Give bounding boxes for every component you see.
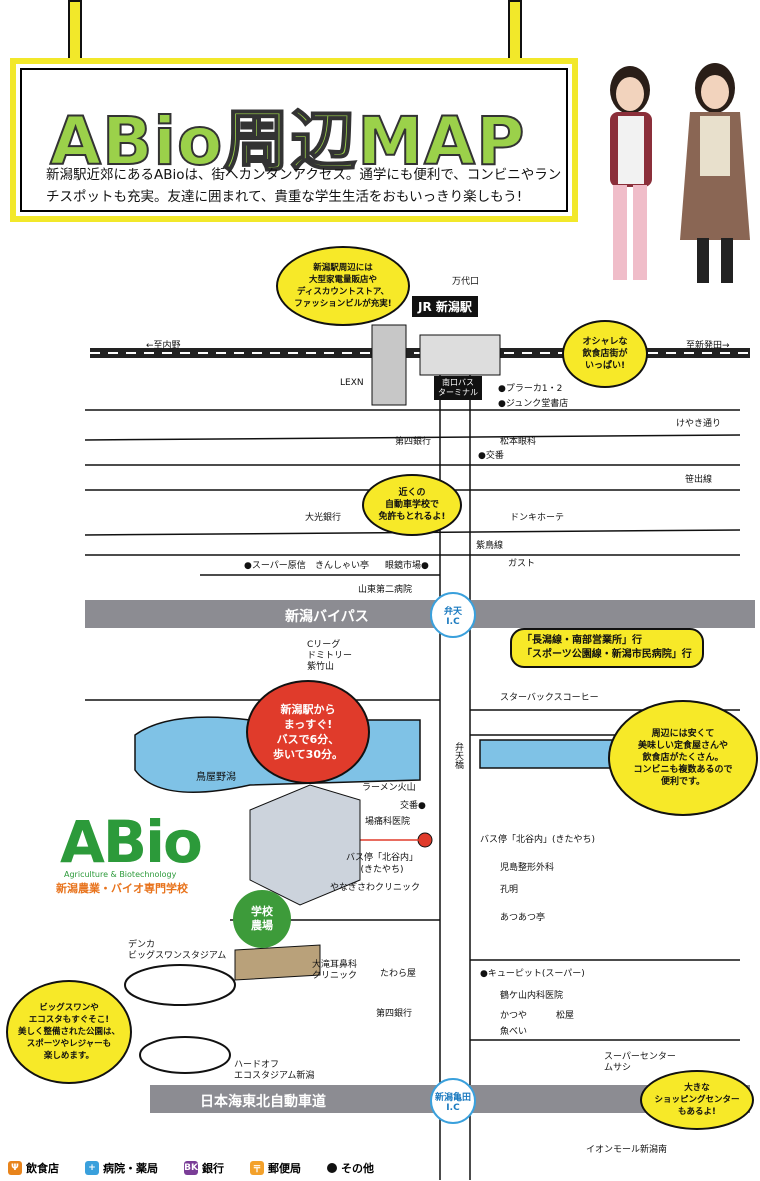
bus-stop-right-label: バス停「北谷内」(きたやち) — [480, 835, 596, 845]
benten-ic: 弁天 I.C — [430, 592, 476, 638]
gyogyo-label: 眼鏡市場● — [385, 561, 429, 571]
bentenbashi-label: 弁天橋 — [453, 742, 463, 769]
title-sign: ABio周辺MAP 新潟駅近郊にあるABioは、街へカンタンアクセス。通学にも便… — [10, 58, 578, 222]
legend-hospital: +病院・薬局 — [85, 1160, 158, 1176]
hospital-icon: + — [85, 1161, 99, 1175]
matsuya-label: 松屋 — [556, 1011, 575, 1021]
sasade-label: 笹出線 — [685, 475, 713, 485]
legend-post: 〒郵便局 — [250, 1160, 301, 1176]
koban-label-1: ●交番 — [478, 451, 504, 461]
bubble-bigswan: ビッグスワンや エコスタもすぐそこ! 美しく整備された公園は、 スポーツやレジャ… — [6, 980, 132, 1084]
dormitory-label: Cリーグ ドミトリー 紫竹山 — [307, 640, 353, 672]
bubble-driving: 近くの 自動車学校で 免許もとれるよ! — [362, 474, 462, 536]
food-icon: Ψ — [8, 1161, 22, 1175]
dot-icon — [327, 1163, 337, 1173]
bypass-label: 新潟バイパス — [285, 609, 369, 625]
super-center-label: スーパーセンター ムサシ — [604, 1052, 676, 1073]
matsumoto-label: 松本眼科 — [500, 437, 537, 447]
plaka-label: ●プラーカ1・2 — [498, 384, 563, 394]
gusto-label: ガスト — [508, 559, 536, 569]
intro-text: 新潟駅近郊にあるABioは、街へカンタンアクセス。通学にも便利で、コンビニやラン… — [46, 167, 562, 205]
bus-stop-left-label: バス停「北谷内」 (きたやち) — [346, 853, 419, 875]
bank-icon: BK — [184, 1161, 198, 1175]
daishi-bank2-label: 第四銀行 — [376, 1009, 413, 1019]
uobei-label: 魚べい — [500, 1027, 528, 1037]
tawara-label: たわら屋 — [380, 969, 417, 979]
hardoff-label: ハードオフ エコスタジアム新潟 — [234, 1060, 315, 1081]
daishi-bank-label: 第四銀行 — [395, 437, 432, 447]
tsurugayama-label: 鶴ケ山内科医院 — [500, 991, 564, 1001]
keyaki-label: けやき通り — [676, 419, 722, 429]
komei-label: 孔明 — [500, 885, 519, 895]
bus-route-banner: 「長潟線・南部営業所」行 「スポーツ公園線・新潟市民病院」行 — [510, 628, 704, 668]
atsuatsu-label: あつあつ亭 — [500, 913, 546, 923]
denka-label: デンカ ビッグスワンスタジアム — [128, 940, 227, 961]
yanagisawa-label: やなぎさわクリニック — [330, 883, 421, 893]
kewpie-label: ●キューピット(スーパー) — [480, 969, 585, 979]
station-name: JR 新潟駅 — [412, 296, 478, 317]
kameda-ic: 新潟亀田 I.C — [430, 1078, 476, 1124]
page-title: ABio周辺MAP — [49, 102, 526, 181]
koban-label-2: 交番● — [400, 801, 426, 811]
donki-label: ドンキホーテ — [510, 513, 565, 523]
katsuya-label: かつや — [500, 1011, 528, 1021]
sanno-label: 山東第二病院 — [358, 585, 413, 595]
bubble-station-area: 新潟駅周辺には 大型家電量販店や ディスカウントストア、 ファッションビルが充実… — [276, 246, 410, 326]
school-name: 新潟農業・バイオ専門学校 — [56, 882, 188, 895]
super-harashin-label: ●スーパー原信 — [244, 561, 306, 571]
sign-hanger-right — [508, 0, 522, 64]
bamaki-label: 場痛科医院 — [365, 817, 411, 827]
bus-terminal-label: 南口バス ターミナル — [434, 376, 482, 400]
school-logo: ABio — [60, 808, 203, 876]
jido-label: 児島整形外科 — [500, 863, 555, 873]
otaki-label: 大滝耳鼻科 クリニック — [312, 960, 358, 981]
school-farm: 学校 農場 — [233, 890, 291, 948]
toriyano-label: 鳥屋野潟 — [196, 772, 236, 783]
lexn-label: LEXN — [340, 378, 364, 388]
kinshaiya-label: きんしゃい亭 — [315, 561, 370, 571]
bubble-food-area: 周辺には安くて 美味しい定食屋さんや 飲食店がたくさん。 コンビニも複数あるので… — [608, 700, 758, 816]
students-illustration — [610, 63, 750, 283]
shibijima-label: 紫鳥線 — [476, 541, 504, 551]
aeon-label: イオンモール新潟南 — [586, 1145, 668, 1155]
school-tagline: Agriculture & Biotechnology — [64, 870, 177, 879]
direction-right: 至新発田→ — [686, 341, 730, 351]
direction-left: ←至内野 — [146, 341, 181, 351]
legend-other: その他 — [327, 1160, 374, 1176]
bubble-shopping: 大きな ショッピングセンター もあるよ! — [640, 1070, 754, 1130]
expressway-label: 日本海東北自動車道 — [200, 1094, 326, 1110]
daiko-bank-label: 大光銀行 — [305, 513, 342, 523]
bubble-direct: 新潟駅から まっすぐ! バスで6分、 歩いて30分。 — [246, 680, 370, 784]
starbucks-label: スターバックスコーヒー — [500, 693, 599, 703]
junku-label: ●ジュンク堂書店 — [498, 399, 569, 409]
post-icon: 〒 — [250, 1161, 264, 1175]
bubble-fashion: オシャレな 飲食店街が いっぱい! — [562, 320, 648, 388]
sign-hanger-left — [68, 0, 82, 64]
ramen-label: ラーメン火山 — [362, 783, 416, 793]
manyo-label: 万代口 — [452, 277, 480, 287]
